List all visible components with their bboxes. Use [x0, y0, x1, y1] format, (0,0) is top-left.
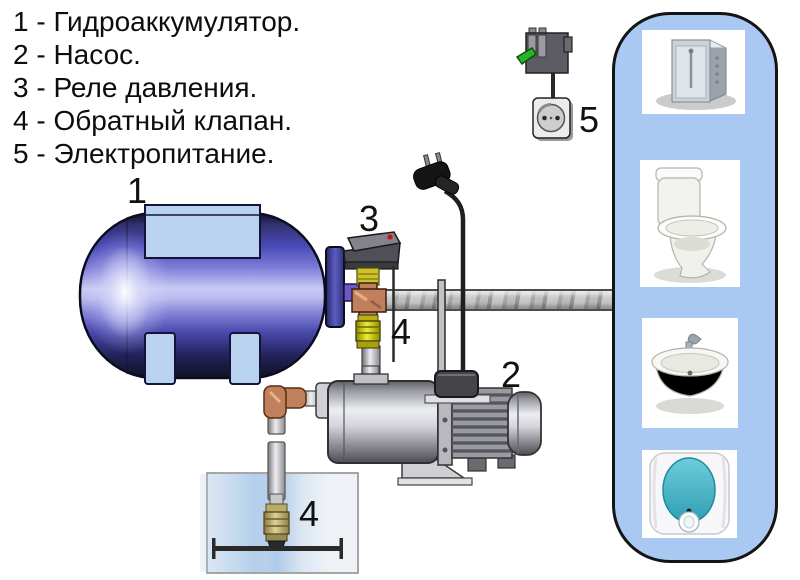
toilet-icon	[654, 167, 727, 283]
pump-body	[327, 373, 439, 464]
power-supply-group	[515, 27, 573, 141]
legend-item-5: 5 - Электропитание.	[13, 138, 275, 169]
power-plug-icon	[413, 152, 466, 373]
hydroaccumulator-tank-icon	[78, 204, 360, 385]
water-heater-card	[642, 450, 737, 538]
check-valve-icon	[355, 314, 381, 349]
elbow-fitting-icon	[263, 385, 307, 419]
label-tank: 1	[126, 170, 148, 211]
washbasin-card	[642, 318, 738, 428]
label-power: 5	[578, 99, 600, 140]
junction-box	[424, 370, 491, 404]
well-icon	[200, 472, 359, 574]
power-wire	[551, 73, 555, 101]
cables-group	[392, 152, 466, 374]
label-check-valve-top: 4	[390, 311, 412, 352]
legend-item-4: 4 - Обратный клапан.	[13, 105, 293, 136]
legend: 1 - Гидроаккумулятор. 2 - Насос. 3 - Рел…	[13, 5, 300, 170]
tank-feet	[144, 332, 261, 385]
washbasin-icon	[651, 333, 729, 414]
relay-nut	[356, 267, 380, 286]
tank-body	[78, 211, 327, 380]
relay-valve-assembly	[343, 231, 402, 399]
legend-item-2: 2 - Насос.	[13, 39, 141, 70]
shower-cabin-card	[642, 30, 745, 114]
well-assembly	[200, 385, 359, 574]
well-bottom-line	[212, 538, 343, 559]
legend-item-3: 3 - Реле давления.	[13, 72, 258, 103]
legend-item-1: 1 - Гидроаккумулятор.	[13, 6, 301, 37]
water-heater-icon	[649, 452, 730, 535]
toilet-card	[640, 160, 740, 287]
cross-fitting-icon	[351, 282, 387, 320]
label-check-valve-well: 4	[298, 493, 320, 534]
circuit-breaker-icon	[515, 27, 573, 74]
breaker-lever	[515, 46, 538, 66]
tank-nameplate	[144, 204, 261, 259]
shower-cabin-icon	[656, 39, 736, 110]
label-relay: 3	[358, 198, 380, 239]
pump-icon	[315, 365, 542, 486]
consumers-panel	[612, 12, 778, 563]
label-pump: 2	[500, 354, 522, 395]
power-socket-icon	[532, 97, 573, 141]
motor-end-cap	[507, 391, 542, 456]
pressure-relay-icon	[343, 231, 402, 270]
